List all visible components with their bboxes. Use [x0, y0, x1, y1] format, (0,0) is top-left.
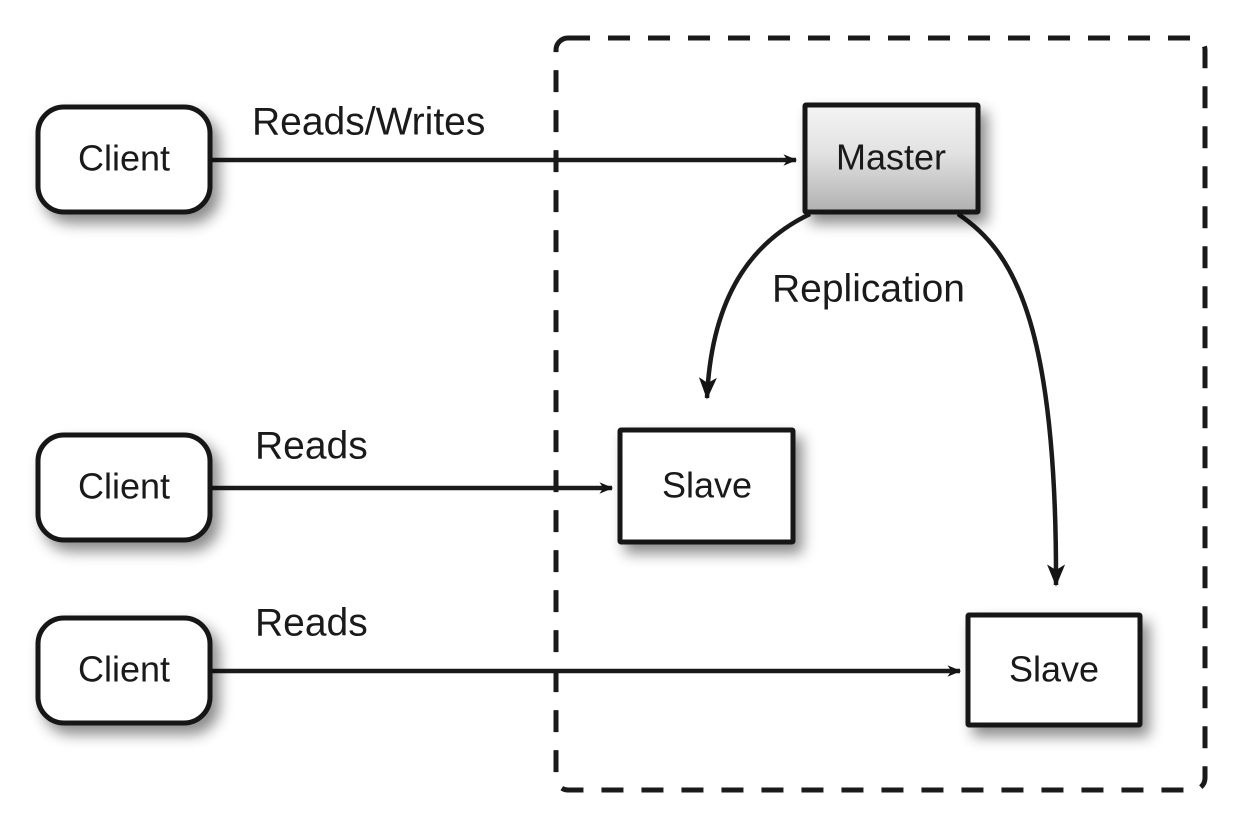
database-cluster-boundary	[553, 35, 1208, 793]
slave-1-label: Slave	[662, 465, 752, 506]
client-3-label: Client	[78, 649, 170, 690]
slave-node-1[interactable]: Slave	[617, 427, 796, 545]
master-label: Master	[836, 137, 946, 178]
master-box[interactable]	[802, 102, 981, 215]
edge-label-reads-slave1: Reads	[255, 424, 368, 467]
client-3-box[interactable]	[35, 615, 213, 726]
edge-master-slave2	[956, 212, 1066, 587]
edge-label-reads-slave2: Reads	[255, 601, 368, 644]
client-node-1[interactable]: Client	[35, 104, 213, 215]
slave-2-box[interactable]	[965, 612, 1143, 728]
edge-master-slave2-curve	[956, 212, 1066, 587]
slave-1-box[interactable]	[617, 427, 796, 545]
client-1-box[interactable]	[35, 104, 213, 215]
master-node[interactable]: Master	[802, 102, 981, 215]
slave-node-2[interactable]: Slave	[965, 612, 1143, 728]
edge-master-slave1	[698, 211, 811, 400]
edge-master-slave1-curve	[698, 211, 811, 400]
edge-label-reads-writes: Reads/Writes	[252, 100, 485, 143]
client-1-label: Client	[78, 138, 170, 179]
client-node-2[interactable]: Client	[35, 432, 213, 543]
client-node-3[interactable]: Client	[35, 615, 213, 726]
edge-label-replication: Replication	[772, 267, 965, 310]
client-2-box[interactable]	[35, 432, 213, 543]
slave-2-label: Slave	[1009, 649, 1099, 690]
client-2-label: Client	[78, 466, 170, 507]
